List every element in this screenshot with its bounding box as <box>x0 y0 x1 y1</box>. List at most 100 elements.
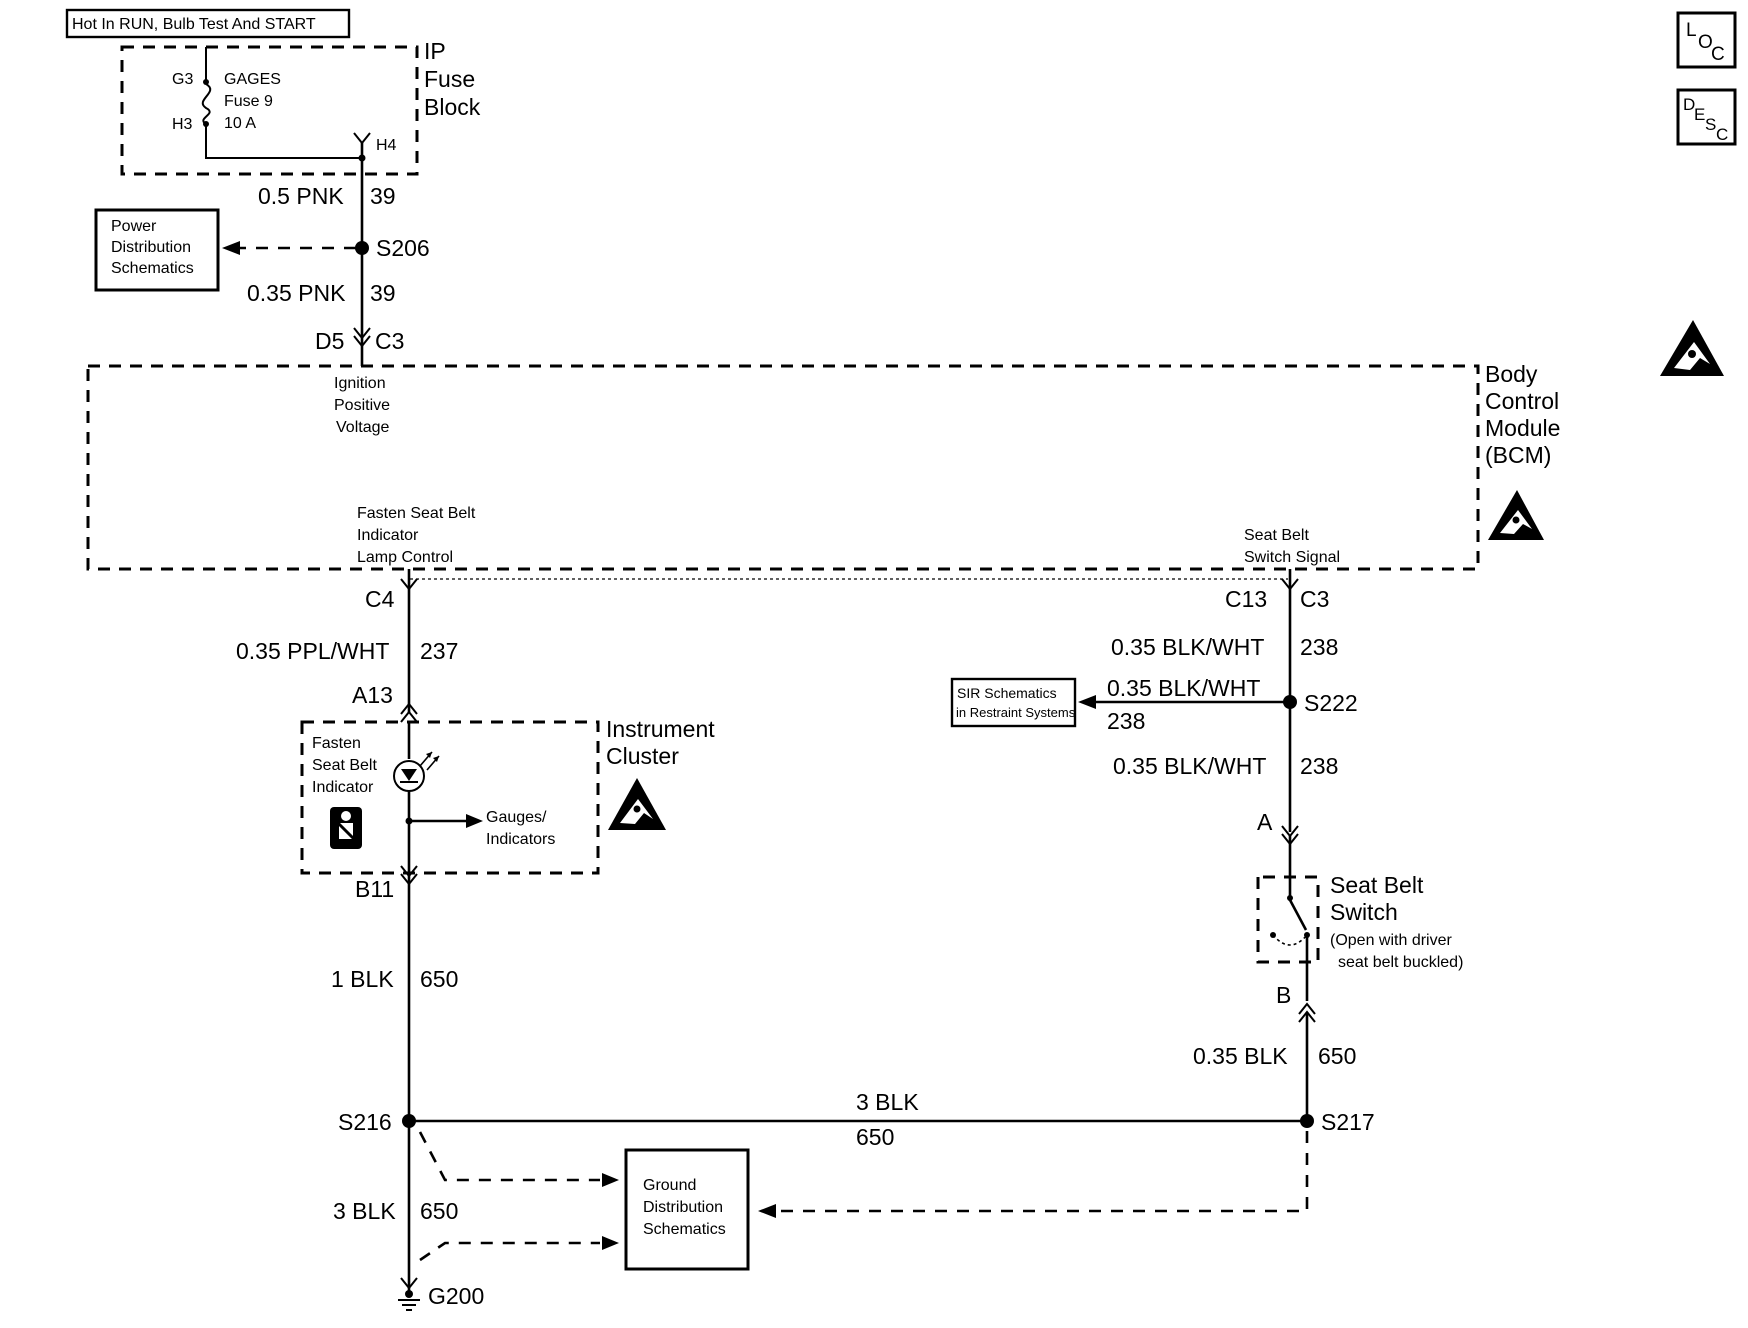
ground-dist-line-1: Ground <box>643 1177 696 1194</box>
fuse-block-title-3: Block <box>424 94 481 120</box>
bcm-fasten-1: Fasten Seat Belt <box>357 505 476 522</box>
bcm-switch-2: Switch Signal <box>1244 549 1340 566</box>
bcm-ignition-2: Positive <box>334 397 390 414</box>
desc-letter-d: D <box>1683 95 1695 114</box>
loc-letter-l: L <box>1686 20 1697 41</box>
bcm-pin-d5: D5 <box>315 328 344 354</box>
bcm-title-1: Body <box>1485 361 1538 387</box>
fuse-pin-g3: G3 <box>172 71 193 88</box>
bcm-title-4: (BCM) <box>1485 442 1551 468</box>
wire-650-gauge: 1 BLK <box>331 966 394 992</box>
wire-238b-gauge: 0.35 BLK/WHT <box>1113 753 1266 779</box>
fuse-label-1: GAGES <box>224 71 281 88</box>
wire-238a-gauge: 0.35 BLK/WHT <box>1111 634 1264 660</box>
pin-b11: B11 <box>355 876 394 902</box>
indicator-label-1: Fasten <box>312 735 361 752</box>
splice-s216-label: S216 <box>338 1109 392 1135</box>
ground-symbol-icon <box>398 1277 420 1311</box>
bcm-esd-icon <box>1488 490 1544 540</box>
ground-link-lower <box>419 1241 600 1262</box>
pin-a13: A13 <box>352 682 393 708</box>
fuse-label-2: Fuse 9 <box>224 93 273 110</box>
wire-top2-gauge: 0.35 PNK <box>247 280 346 306</box>
indicator-label-3: Indicator <box>312 779 374 796</box>
wire-650-circuit: 650 <box>420 966 458 992</box>
instrument-cluster-title-1: Instrument <box>606 716 715 742</box>
connector-h4-symbol <box>353 132 371 145</box>
cluster-esd-icon <box>608 778 666 830</box>
loc-letter-o: O <box>1698 32 1713 53</box>
instrument-cluster-title-2: Cluster <box>606 743 679 769</box>
wire-237-gauge: 0.35 PPL/WHT <box>236 638 389 664</box>
bcm-fasten-3: Lamp Control <box>357 549 453 566</box>
desc-letter-c: C <box>1716 125 1728 144</box>
bcm-title-3: Module <box>1485 415 1560 441</box>
wire-238a-circuit: 238 <box>1300 634 1338 660</box>
desc-letter-e: E <box>1694 105 1705 124</box>
drop-wire-gauge: 3 BLK <box>333 1198 396 1224</box>
power-dist-line-2: Distribution <box>111 239 191 256</box>
switch-note-2: seat belt buckled) <box>1338 954 1463 971</box>
seat-belt-icon <box>330 807 362 849</box>
loc-letter-c: C <box>1711 44 1725 65</box>
power-dist-line-1: Power <box>111 218 157 235</box>
loc-icon[interactable]: L O C <box>1676 11 1737 69</box>
gauges-label-1: Gauges/ <box>486 809 547 826</box>
wire-top-circuit: 39 <box>370 183 396 209</box>
power-dist-line-3: Schematics <box>111 260 194 277</box>
sir-wire-gauge: 0.35 BLK/WHT <box>1107 675 1260 701</box>
wire-650r-circuit: 650 <box>1318 1043 1356 1069</box>
sir-line-1: SIR Schematics <box>957 685 1057 701</box>
switch-note-1: (Open with driver <box>1330 932 1452 949</box>
wire-237-circuit: 237 <box>420 638 458 664</box>
splice-s216 <box>402 1114 416 1128</box>
bus-wire-circuit: 650 <box>856 1124 894 1150</box>
ground-link-right <box>775 1131 1309 1213</box>
ground-dist-box[interactable] <box>624 1148 750 1271</box>
esd-warning-icon <box>1660 320 1724 376</box>
power-dist-box[interactable] <box>94 208 220 292</box>
bcm-ignition-3: Voltage <box>336 419 389 436</box>
pin-a: A <box>1257 809 1273 835</box>
sir-wire-circuit: 238 <box>1107 708 1145 734</box>
splice-s206-label: S206 <box>376 235 430 261</box>
drop-wire-circuit: 650 <box>420 1198 458 1224</box>
fuse-block-title-2: Fuse <box>424 66 475 92</box>
desc-icon[interactable]: D E S C <box>1676 88 1737 146</box>
ground-dist-line-2: Distribution <box>643 1199 723 1216</box>
splice-s217-label: S217 <box>1321 1109 1375 1135</box>
bus-wire-gauge: 3 BLK <box>856 1089 919 1115</box>
fuse-symbol <box>201 47 362 159</box>
power-dist-arrow <box>222 241 240 255</box>
bcm-ignition-1: Ignition <box>334 375 386 392</box>
switch-title-2: Switch <box>1330 899 1398 925</box>
switch-blade <box>1288 899 1308 931</box>
gauges-label-2: Indicators <box>486 831 555 848</box>
connector-a13-symbol <box>400 702 418 723</box>
pin-b: B <box>1276 982 1291 1008</box>
bcm-pin-c3-top: C3 <box>375 328 404 354</box>
bcm-fasten-2: Indicator <box>357 527 419 544</box>
wire-650r-gauge: 0.35 BLK <box>1193 1043 1288 1069</box>
pin-c4: C4 <box>365 586 395 612</box>
seat-belt-switch-outline <box>1256 875 1320 964</box>
splice-s217 <box>1300 1114 1314 1128</box>
pin-c13: C13 <box>1225 586 1267 612</box>
desc-letter-s: S <box>1705 115 1716 134</box>
fuse-pin-h3: H3 <box>172 116 193 133</box>
fuse-label-3: 10 A <box>224 115 256 132</box>
fuse-block-title-1: IP <box>424 38 446 64</box>
wire-top2-circuit: 39 <box>370 280 396 306</box>
splice-s222-label: S222 <box>1304 690 1358 716</box>
ground-link-upper <box>418 1131 600 1182</box>
bcm-outline <box>86 364 1480 571</box>
header-text: Hot In RUN, Bulb Test And START <box>72 16 316 33</box>
indicator-lamp-icon <box>393 751 440 792</box>
wire-top-gauge: 0.5 PNK <box>258 183 344 209</box>
bcm-switch-1: Seat Belt <box>1244 527 1309 544</box>
wire-238b-circuit: 238 <box>1300 753 1338 779</box>
sir-box[interactable] <box>950 677 1077 728</box>
bcm-title-2: Control <box>1485 388 1559 414</box>
sir-line-2: in Restraint Systems <box>956 705 1076 720</box>
